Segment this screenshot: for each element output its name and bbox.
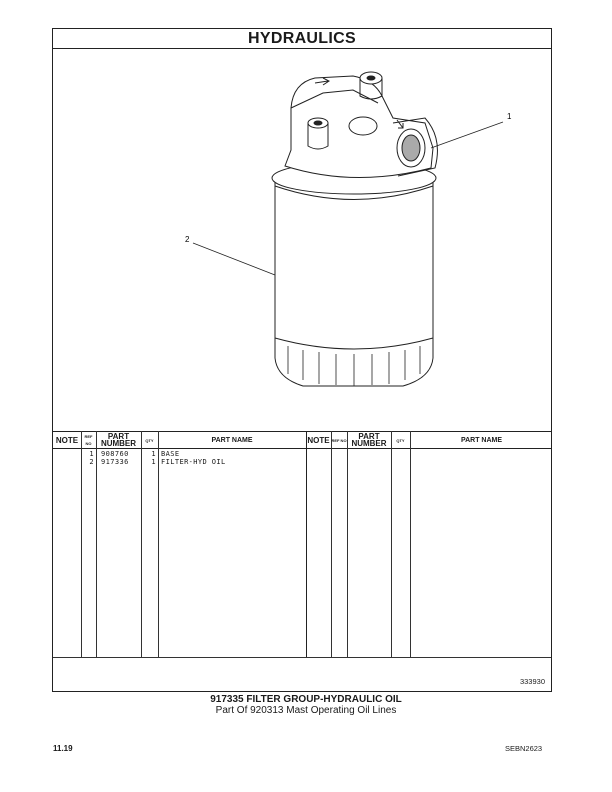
table-bottom-rule [53,657,551,658]
header-qty: QTY [145,437,154,443]
callout-2: 2 [185,235,190,244]
column-divider [410,431,411,657]
illustration-number: 333930 [519,677,545,686]
header-part-number-2: PART NUMBER [351,432,387,448]
header-part-name-2: PART NAME [460,436,503,444]
header-ref-no-2: REF NO [331,437,347,443]
column-divider [141,431,142,657]
qty: 1 [151,450,156,458]
parts-page-frame: HYDRAULICS [52,28,552,692]
qty: 1 [151,458,156,466]
header-note-2: NOTE [307,435,330,445]
column-divider [347,431,348,657]
column-divider [331,431,332,657]
column-divider [158,431,159,657]
ref-no: 1 [89,450,94,458]
part-of-caption: Part Of 920313 Mast Operating Oil Lines [215,705,397,716]
group-caption: 917335 FILTER GROUP-HYDRAULIC OIL [210,694,402,705]
header-part-name: PART NAME [211,436,253,444]
section-title: HYDRAULICS [53,29,551,49]
header-note: NOTE [55,435,79,445]
header-ref-no: REF NO [84,434,93,446]
column-divider [306,431,307,657]
header-qty-2: QTY [396,437,405,443]
part-name: BASE [161,450,180,458]
header-part-number: PART NUMBER [100,432,137,448]
column-divider [96,431,97,657]
filter-illustration: 1 2 [53,48,551,431]
callout-1: 1 [507,112,512,121]
document-code: SEBN2623 [505,744,543,753]
column-divider [391,431,392,657]
part-number: 917336 [101,458,129,466]
page-number: 11.19 [53,744,73,753]
part-name: FILTER-HYD OIL [161,458,226,466]
ref-no: 2 [89,458,94,466]
part-number: 908760 [101,450,129,458]
column-divider [81,431,82,657]
table-header [53,431,551,449]
